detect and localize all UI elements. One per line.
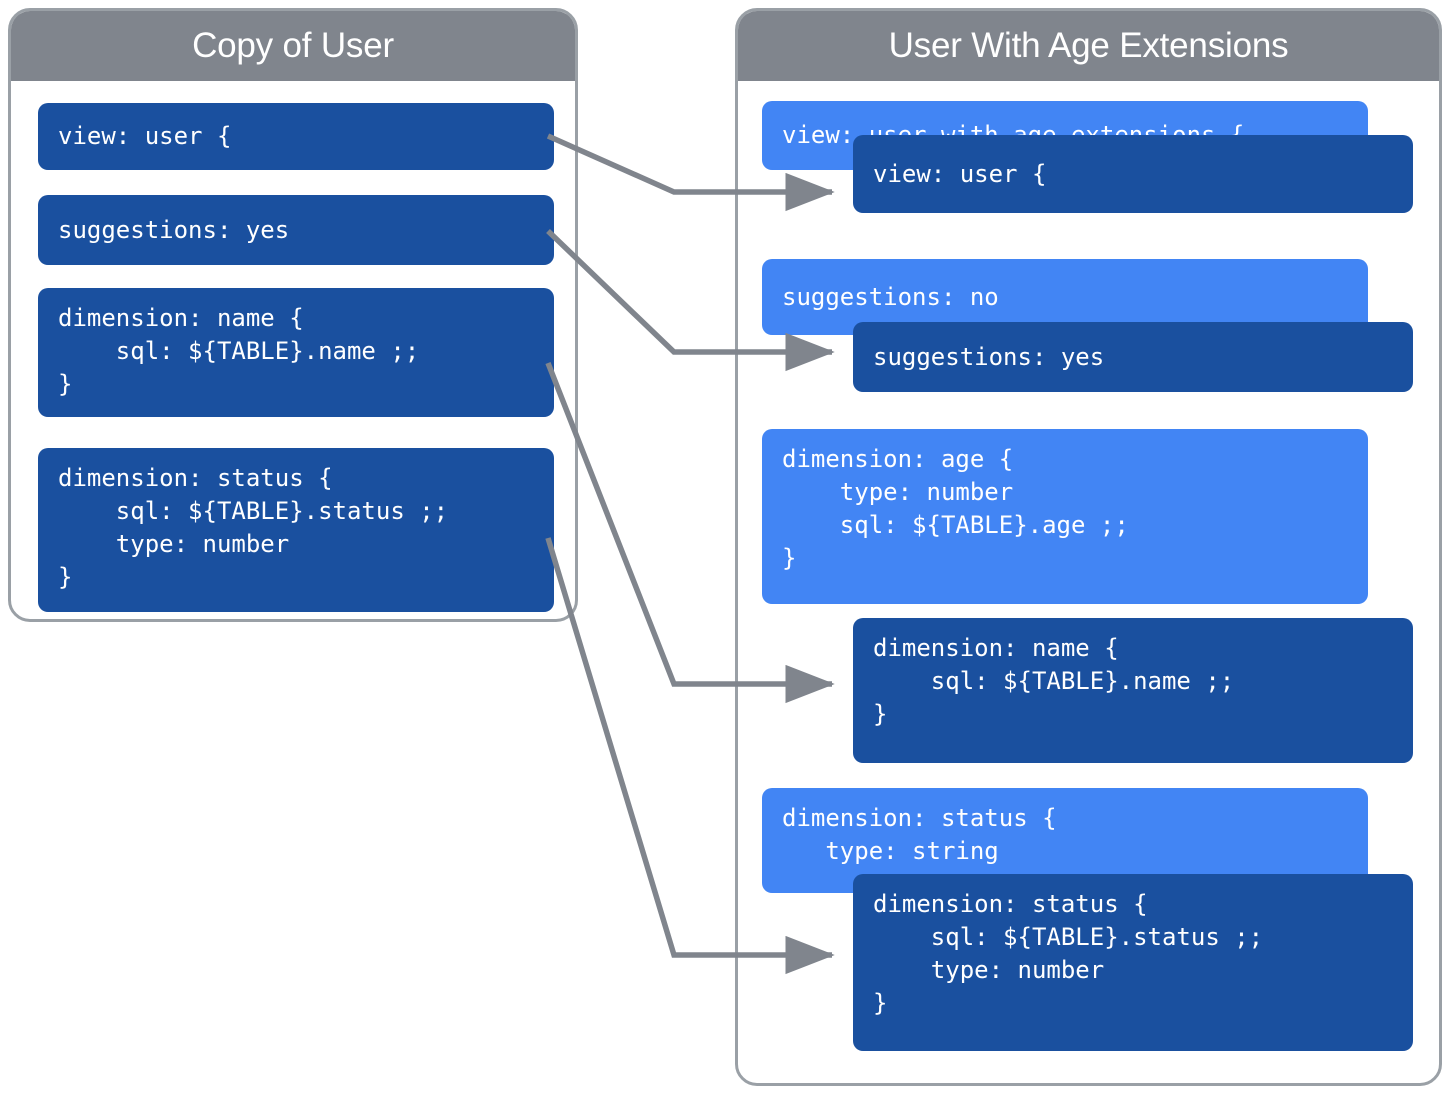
block-dimension-name-inherited: dimension: name { sql: ${TABLE}.name ;; …: [853, 618, 1413, 763]
block-dimension-status-inherited: dimension: status { sql: ${TABLE}.status…: [853, 874, 1413, 1051]
block-dimension-name: dimension: name { sql: ${TABLE}.name ;; …: [38, 288, 554, 417]
block-view-declaration: view: user {: [38, 103, 554, 170]
panel-right-header: User With Age Extensions: [738, 11, 1439, 81]
panel-copy-of-user: Copy of User view: user { suggestions: y…: [8, 8, 578, 622]
block-dimension-status: dimension: status { sql: ${TABLE}.status…: [38, 448, 554, 612]
block-view-declaration-inherited: view: user {: [853, 135, 1413, 213]
panel-left-title: Copy of User: [192, 26, 394, 65]
block-dimension-age-extension: dimension: age { type: number sql: ${TAB…: [762, 429, 1368, 604]
block-suggestions-setting-inherited: suggestions: yes: [853, 322, 1413, 392]
panel-left-header: Copy of User: [11, 11, 575, 81]
panel-user-with-age-extensions: User With Age Extensions view: user_with…: [735, 8, 1442, 1086]
panel-right-title: User With Age Extensions: [888, 26, 1289, 65]
block-suggestions-setting: suggestions: yes: [38, 195, 554, 265]
